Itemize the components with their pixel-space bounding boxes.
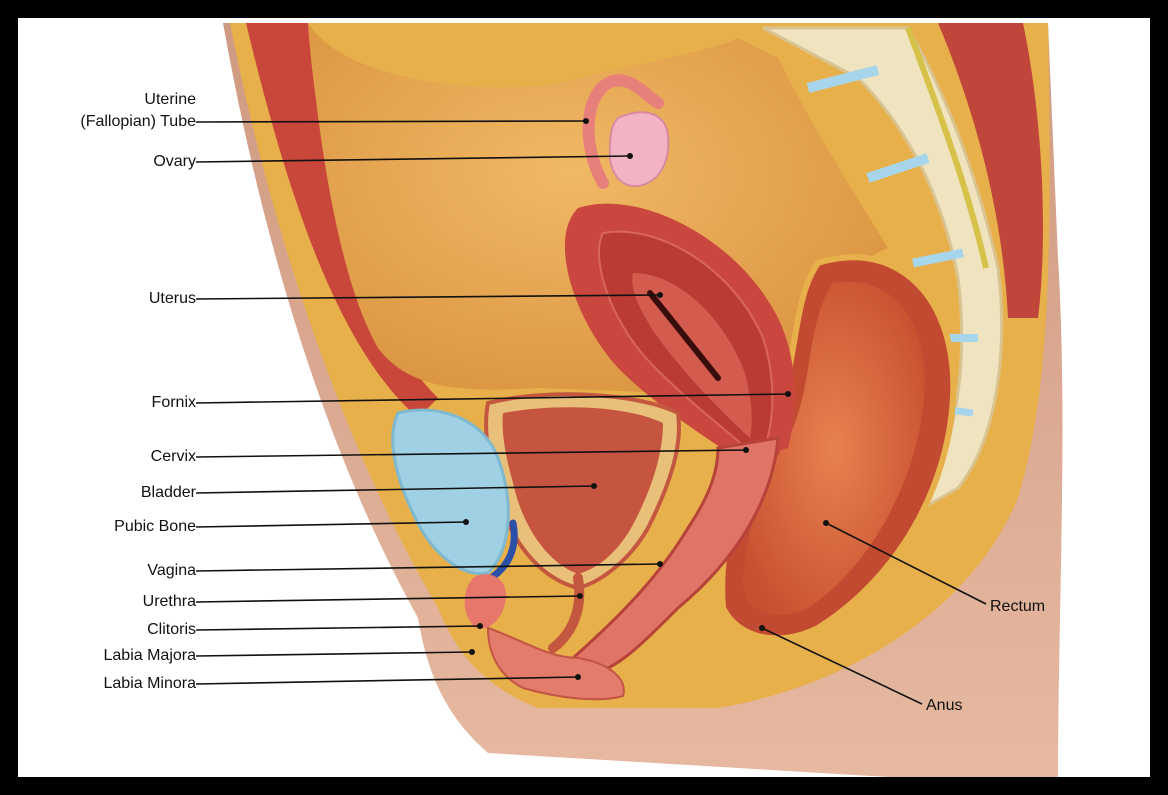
bladder-shape <box>484 392 681 591</box>
label-uterus: Uterus <box>148 290 196 307</box>
label-vagina: Vagina <box>147 562 196 579</box>
diagram-frame: Uterine (Fallopian) Tube Ovary Uterus Fo… <box>18 18 1150 777</box>
leader-pubic-bone <box>195 521 467 528</box>
leader-uterine-tube <box>195 120 587 123</box>
uterine-tube-shape <box>582 74 664 189</box>
rectum-lumen <box>743 281 925 616</box>
leader-vagina <box>195 563 661 572</box>
label-cervix: Cervix <box>150 448 196 465</box>
label-labia-majora: Labia Majora <box>103 647 197 664</box>
leader-rectum <box>825 522 987 605</box>
leader-lines <box>195 120 987 705</box>
leader-uterus <box>195 294 661 300</box>
leader-cervix <box>195 449 747 458</box>
pubic-bone-shape <box>391 408 510 576</box>
label-ovary: Ovary <box>153 153 196 170</box>
label-labia-minora: Labia Minora <box>103 675 197 692</box>
leader-labia-minora <box>195 676 579 685</box>
leader-bladder <box>195 485 595 494</box>
back-muscle <box>938 23 1043 318</box>
label-anus: Anus <box>926 697 963 714</box>
ovary-shape <box>608 111 670 188</box>
leader-clitoris <box>195 625 481 631</box>
label-urethra: Urethra <box>142 593 196 610</box>
leader-fornix <box>195 393 789 404</box>
label-rectum: Rectum <box>990 598 1046 615</box>
label-fornix: Fornix <box>151 394 196 411</box>
clitoris-shape <box>464 574 507 629</box>
label-bladder: Bladder <box>140 484 196 501</box>
label-uterine-tube-line2: (Fallopian) Tube <box>80 113 196 130</box>
leader-labia-majora <box>195 651 473 657</box>
urethra-shape <box>548 573 585 653</box>
leader-anus <box>761 627 923 705</box>
label-uterine-tube-line1: Uterine <box>144 91 196 108</box>
leader-urethra <box>195 595 581 603</box>
leader-dots <box>463 118 829 680</box>
label-pubic-bone: Pubic Bone <box>114 518 196 535</box>
label-clitoris: Clitoris <box>147 621 196 638</box>
pelvis-illustration <box>195 23 1063 777</box>
uterus-shape <box>564 203 795 463</box>
leader-ovary <box>195 155 631 163</box>
